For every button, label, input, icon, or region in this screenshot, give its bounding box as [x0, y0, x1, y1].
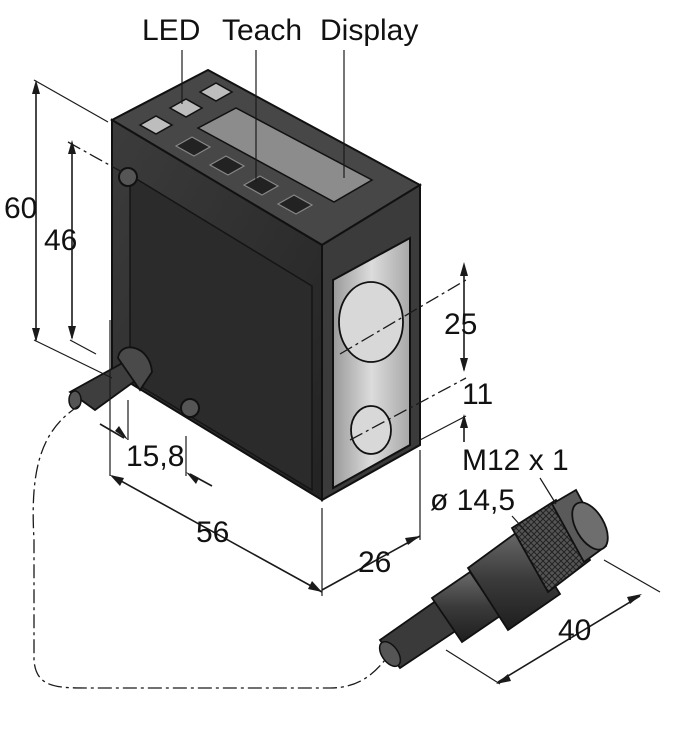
dim-connector-diameter: ø 14,5 [430, 484, 515, 517]
teach-button-3 [242, 175, 280, 196]
teach-button-2 [208, 155, 246, 176]
display-label: Display [320, 14, 418, 47]
led-label: LED [142, 14, 200, 47]
dim-depth: 26 [358, 546, 391, 579]
led-indicator-2 [168, 98, 204, 118]
receiver-lens [350, 405, 392, 455]
m12-connector [378, 488, 609, 670]
display-window [196, 107, 374, 203]
sensor-housing [109, 68, 423, 502]
cable-path-line [32, 404, 386, 689]
dim-height-lens-axis: 46 [44, 224, 77, 257]
mounting-hole-top [118, 167, 138, 187]
led-indicator-3 [198, 82, 234, 102]
dim-connector-offset: 15,8 [126, 440, 184, 473]
dimension-lines [32, 50, 661, 685]
mounting-hole-bottom [180, 398, 200, 418]
emitter-lens [338, 281, 404, 363]
dim-thread: M12 x 1 [462, 444, 569, 477]
dim-height-total: 60 [4, 192, 37, 225]
teach-button-1 [174, 136, 212, 157]
housing-front-cover [129, 173, 313, 492]
led-indicator-1 [138, 115, 174, 135]
teach-button-4 [276, 194, 314, 215]
dim-lens-offset: 11 [462, 378, 493, 411]
dim-connector-length: 40 [558, 614, 591, 647]
dim-length: 56 [196, 516, 229, 549]
dim-lens-spacing: 25 [444, 308, 477, 341]
teach-label: Teach [222, 14, 302, 47]
